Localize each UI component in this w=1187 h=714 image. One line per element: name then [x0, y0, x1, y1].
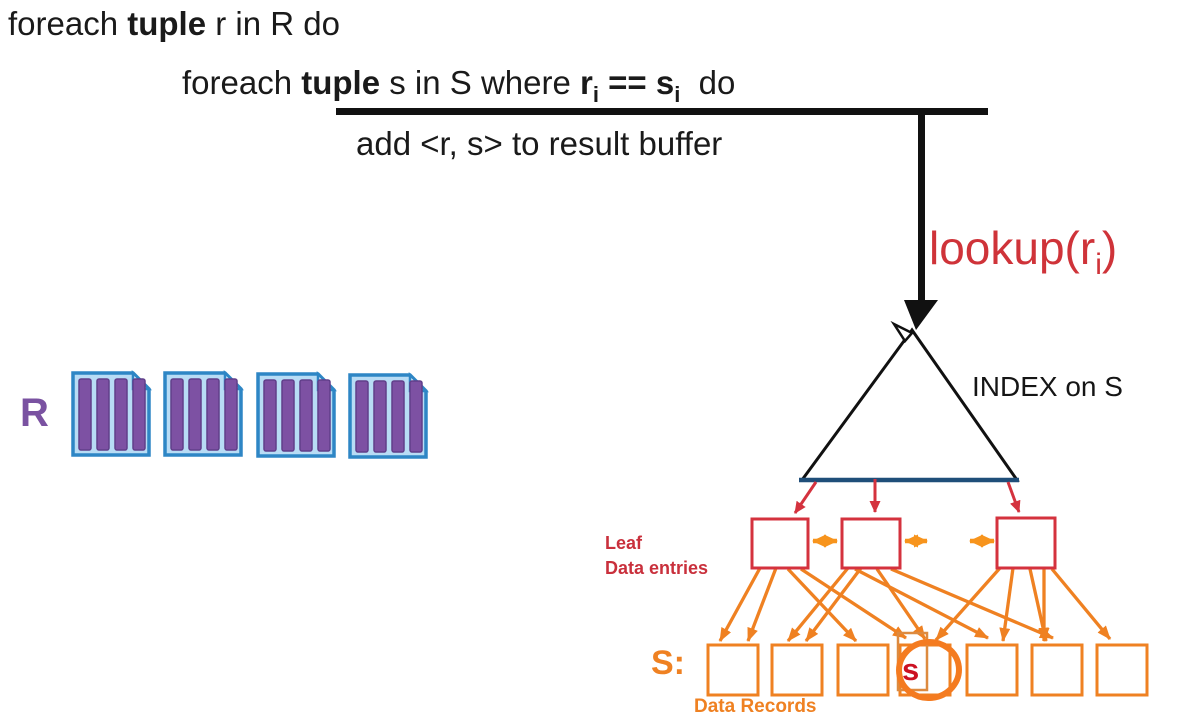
page-icon [71, 369, 153, 457]
leaf-node [995, 516, 1057, 570]
leaf-to-record-arrows [718, 566, 1112, 643]
record-pointer-arrow [718, 567, 762, 642]
tuple-bar [317, 379, 331, 452]
tuple-bar [373, 380, 387, 453]
data-records-label: Data Records [694, 696, 817, 714]
code-text-bold: s [655, 64, 675, 101]
leaf-nodes [750, 516, 1057, 570]
index-triangle [799, 327, 1020, 482]
leaf-label: Leaf Data entries [605, 531, 708, 581]
tuple-bar [263, 379, 277, 452]
root-pointer-flag-icon [890, 320, 915, 344]
data-record [1030, 643, 1084, 697]
r-pages [71, 369, 430, 459]
record-pointer-arrow [999, 567, 1015, 642]
leaf-label-line2: Data entries [605, 558, 709, 578]
tuple-bar [224, 378, 238, 451]
subscript-i: i [674, 82, 681, 107]
page-icon [256, 370, 338, 458]
record-pointer-arrow [746, 567, 778, 642]
tuple-bar [391, 380, 405, 453]
code-text-bold: r [580, 64, 593, 101]
page-icon [163, 369, 245, 457]
index-label: INDEX on S [972, 371, 1123, 402]
record-pointer-arrow [800, 567, 907, 640]
record-pointer-arrow [875, 568, 927, 640]
tuple-bar [170, 378, 184, 451]
relation-r-label: R [20, 391, 49, 435]
tuple-bar [96, 378, 110, 451]
lookup-text: ) [1101, 222, 1118, 274]
pseudocode-line-3: add <r, s> to result buffer [356, 125, 722, 163]
data-record [965, 643, 1019, 697]
lookup-label: lookup(ri) [929, 221, 1118, 280]
lookup-subscript: i [1095, 248, 1102, 281]
code-text-bold: tuple [127, 5, 207, 42]
record-pointer-arrow [854, 567, 989, 640]
pseudocode-line-2: foreach tuple s in S where ri == si do [182, 64, 736, 106]
lookup-text: lookup(r [929, 222, 1096, 274]
tuple-bar [78, 378, 92, 451]
index-to-leaf-arrow [793, 481, 818, 514]
code-text: foreach [8, 5, 128, 42]
record-pointer-arrow [804, 567, 863, 642]
index-to-leaf-arrows [793, 479, 1021, 514]
code-text-bold: == [598, 64, 656, 101]
data-record [1095, 643, 1149, 697]
highlight-circle [896, 638, 962, 702]
tuple-bar [114, 378, 128, 451]
page-icon [348, 371, 430, 459]
pseudocode-line-1: foreach tuple r in R do [8, 5, 340, 43]
index-to-leaf-arrow [1006, 481, 1021, 513]
code-text: s in S where [380, 64, 580, 101]
record-pointer-arrow [890, 567, 1054, 640]
tuple-bar [188, 378, 202, 451]
code-text-bold: tuple [301, 64, 381, 101]
data-record [836, 643, 890, 697]
code-text: do [680, 64, 736, 101]
highlighted-record-label: s [902, 652, 919, 687]
leaf-node [840, 517, 902, 570]
data-record [706, 643, 760, 697]
tuple-bar [206, 378, 220, 451]
relation-s-label: S: [651, 644, 685, 682]
subscript-i: i [592, 82, 599, 107]
lookup-arrow [904, 112, 938, 330]
record-pointer-arrow [934, 566, 1002, 642]
record-pointer-arrow [1050, 567, 1112, 641]
leaf-node [750, 517, 810, 570]
data-record [770, 643, 824, 697]
code-text: foreach [182, 64, 302, 101]
record-pointer-arrow [786, 566, 850, 643]
code-text: add <r, s> to result buffer [356, 125, 723, 162]
tuple-bar [299, 379, 313, 452]
loop-underline [336, 108, 988, 115]
record-pointer-arrow [786, 567, 858, 643]
lookup-arrowhead-icon [904, 300, 938, 330]
leaf-label-line1: Leaf [605, 533, 643, 553]
tuple-bar [409, 380, 423, 453]
tuple-bar [355, 380, 369, 453]
tuple-bar [132, 378, 146, 451]
tuple-bar [281, 379, 295, 452]
code-text: r in R do [206, 5, 340, 42]
